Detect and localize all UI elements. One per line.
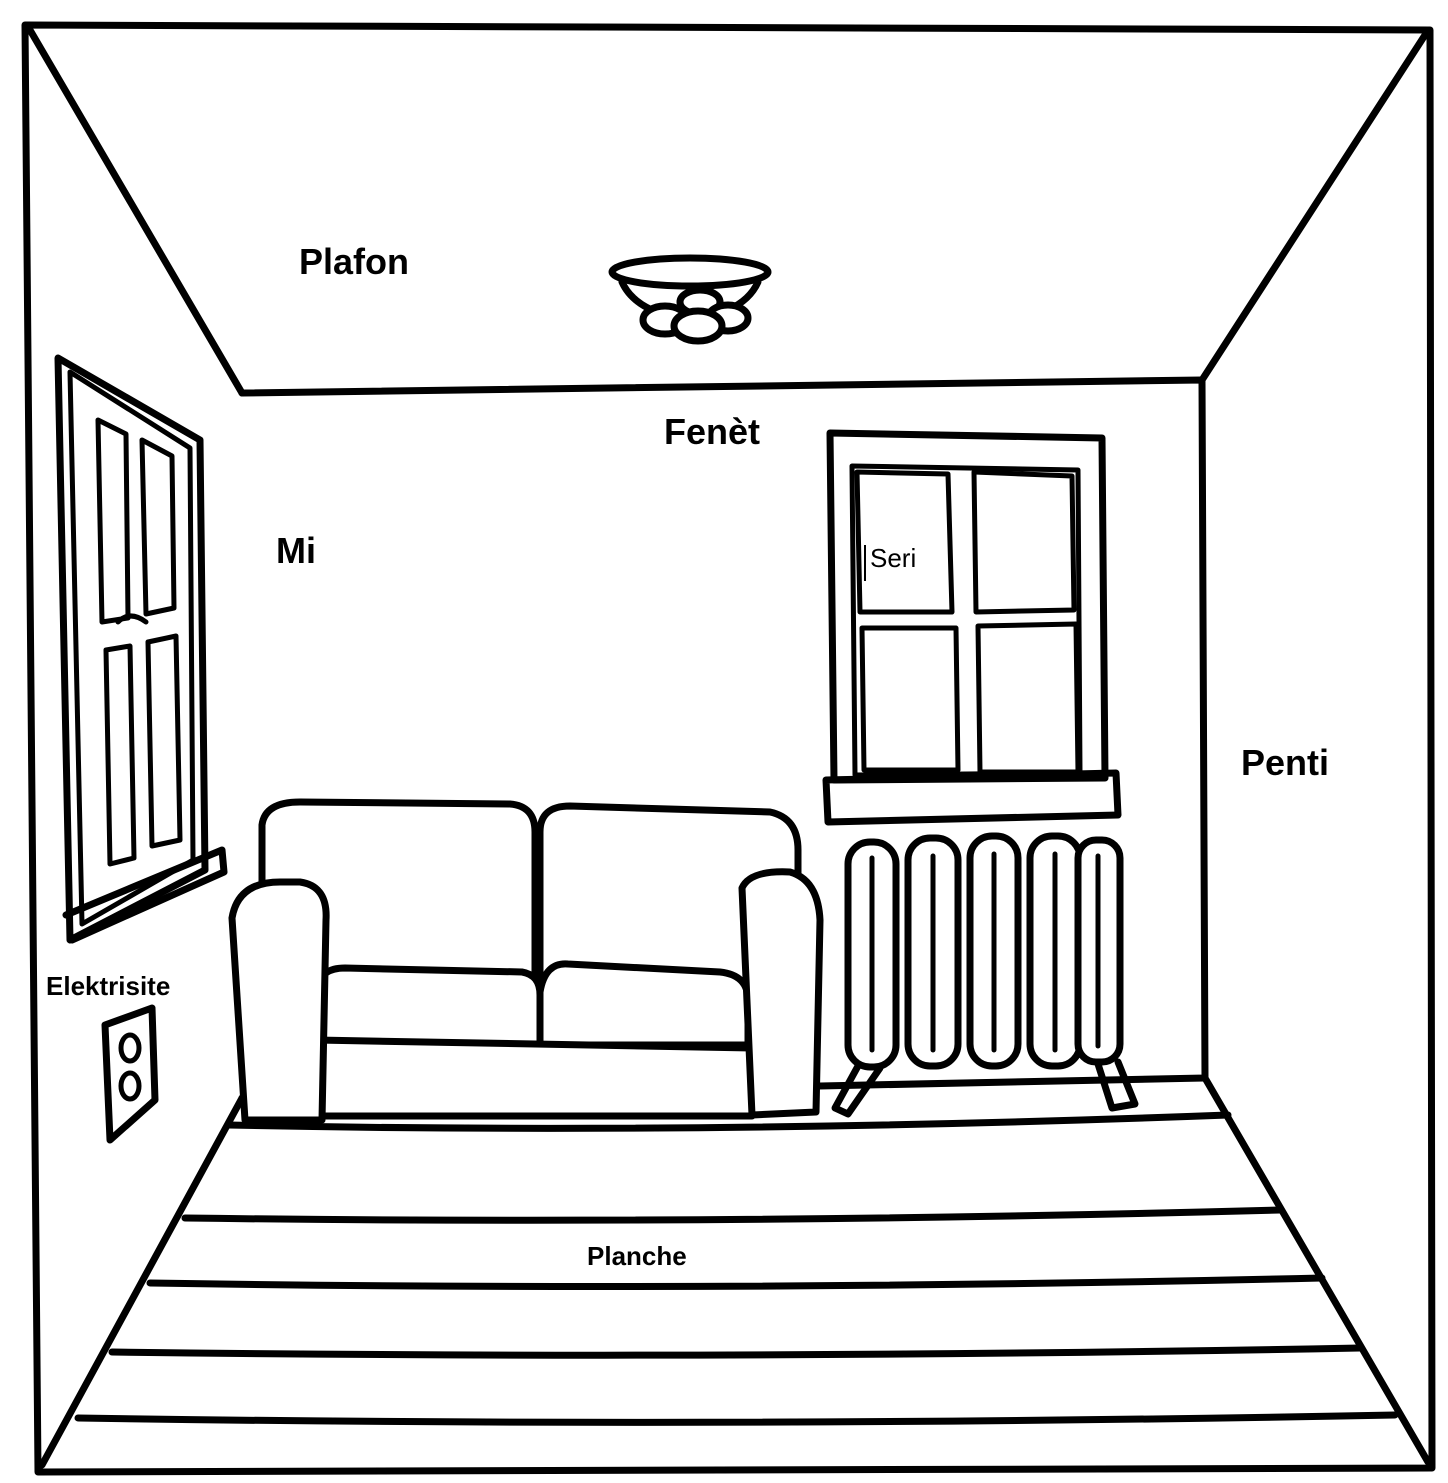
floor-planks [78, 1115, 1395, 1422]
ceiling-edges [30, 30, 1425, 393]
paint-label: Penti [1241, 745, 1329, 781]
floor-edges [42, 1078, 1428, 1465]
room-frame [25, 25, 1432, 1472]
electrical-outlet-icon [105, 1008, 155, 1140]
ceiling-label: Plafon [299, 244, 409, 280]
window-label: Fenèt [664, 414, 760, 450]
door-icon [58, 358, 224, 940]
radiator-icon [835, 836, 1135, 1114]
floor-label: Planche [587, 1243, 687, 1269]
wall-label: Mi [276, 533, 316, 569]
window-icon [826, 433, 1118, 822]
lock-label: Seri [864, 545, 932, 581]
ceiling-lamp-icon [612, 258, 768, 341]
couch-icon [232, 802, 820, 1120]
lock-label-text: Seri [870, 543, 916, 573]
electricity-label: Elektrisite [46, 973, 170, 999]
